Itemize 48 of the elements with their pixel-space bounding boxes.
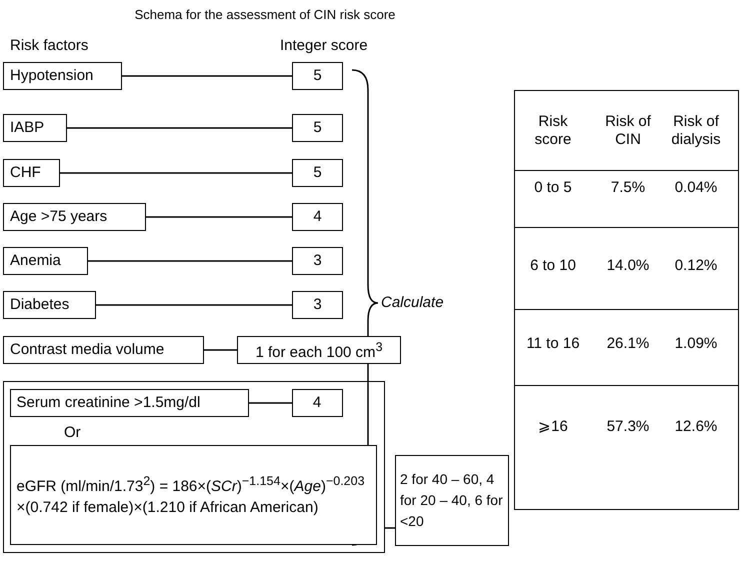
- score-box: 3: [292, 247, 343, 275]
- table-value: 14.0%: [606, 257, 650, 275]
- score-box: 4: [292, 388, 342, 416]
- connector-line: [67, 127, 292, 129]
- risk-factor-box: Age >75 years: [3, 203, 146, 231]
- connector-line: [249, 402, 292, 404]
- score-box: 5: [292, 114, 343, 142]
- or-text: Or: [64, 424, 81, 442]
- score-box: 3: [292, 291, 343, 319]
- connector-line: [122, 75, 292, 77]
- table-header: Risk of CIN: [604, 113, 652, 149]
- score-box: 1 for each 100 cm$^{3}$: [237, 336, 401, 364]
- connector-line: [146, 216, 292, 218]
- score-box: 4: [292, 203, 343, 231]
- table-value: 11 to 16: [525, 335, 581, 353]
- connector-line: [385, 527, 395, 529]
- table-value: 1.09%: [674, 335, 718, 353]
- formula-box: eGFR (ml/min/1.73$^{2}$) = 186×(SCr)$^{−1.154}$×(Age)$^{−0.203}$ ×(0.742 if female)×(1.210 if African American): [10, 444, 376, 544]
- alternatives-box: [3, 381, 385, 553]
- calculate-text: Calculate: [381, 294, 444, 312]
- risk-factor-box: Serum creatinine >1.5mg/dl: [10, 388, 248, 416]
- score-box: 2 for 40 – 60, 4 for 20 – 40, 6 for <20: [395, 455, 509, 546]
- table-value: 12.6%: [674, 418, 718, 436]
- score-box: 5: [292, 159, 343, 187]
- connector-line: [96, 304, 292, 306]
- connector-line: [204, 349, 237, 351]
- connector-line: [88, 260, 292, 262]
- column-heading: Integer score: [280, 37, 368, 55]
- risk-factor-box: Anemia: [3, 247, 88, 275]
- risk-factor-box: Diabetes: [3, 291, 96, 319]
- table-value: 26.1%: [606, 335, 650, 353]
- table-value: 7.5%: [610, 179, 646, 197]
- table-value: 57.3%: [606, 418, 650, 436]
- risk-factor-box: CHF: [3, 159, 60, 187]
- risk-factor-box: IABP: [3, 114, 67, 142]
- table-header: Risk of dialysis: [670, 113, 722, 149]
- diagram-title: Schema for the assessment of CIN risk score: [134, 6, 396, 24]
- table-value: ⩾16: [537, 418, 569, 436]
- table-header: Risk score: [534, 113, 572, 149]
- risk-factor-box: Hypotension: [3, 62, 122, 90]
- column-heading: Risk factors: [10, 37, 88, 55]
- table-value: 0.12%: [674, 257, 718, 275]
- table-value: 6 to 10: [529, 257, 577, 275]
- table-value: 0 to 5: [533, 179, 573, 197]
- score-box: 5: [292, 62, 343, 90]
- risk-factor-box: Contrast media volume: [3, 336, 204, 364]
- table-value: 0.04%: [674, 179, 718, 197]
- connector-line: [60, 172, 292, 174]
